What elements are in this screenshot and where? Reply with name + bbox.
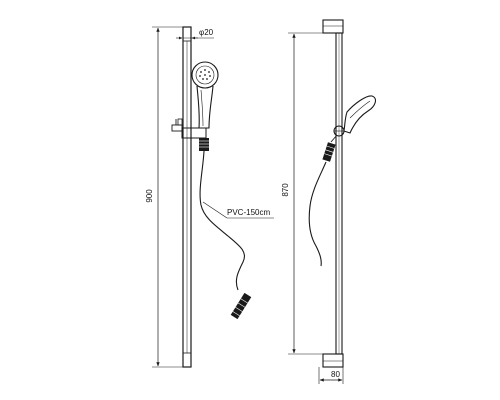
- side-depth-dimension: 80: [318, 367, 344, 384]
- hose-callout: PVC-150cm: [202, 201, 274, 219]
- rail-height-label: 900: [145, 189, 154, 203]
- side-height-dimension: 870: [281, 32, 323, 355]
- rail-diameter-label: φ20: [199, 28, 214, 37]
- front-slide-rail: [182, 26, 192, 368]
- hand-shower: [191, 61, 219, 129]
- front-view: 900 φ20: [145, 26, 274, 368]
- hose-length-label: PVC-150cm: [227, 208, 270, 217]
- shower-hose: [199, 150, 246, 291]
- side-slide-rail: [335, 32, 343, 355]
- side-height-label: 870: [281, 183, 290, 197]
- hose-connector-bottom: [230, 292, 252, 320]
- shower-spray-nozzles: [199, 69, 211, 80]
- rail-height-dimension: 900: [145, 26, 183, 368]
- side-top-bracket: [322, 19, 344, 34]
- side-view: 870 80: [281, 19, 377, 384]
- side-bottom-bracket: [322, 353, 344, 368]
- side-hand-shower: [343, 95, 377, 134]
- bracket-depth-label: 80: [331, 370, 340, 379]
- side-hose-connector: [322, 142, 336, 162]
- rail-diameter-callout: φ20: [176, 28, 214, 40]
- side-slide-holder: [333, 125, 345, 137]
- hose-connector-top: [199, 138, 209, 151]
- side-shower-hose: [308, 161, 327, 267]
- front-slide-holder: [171, 118, 207, 139]
